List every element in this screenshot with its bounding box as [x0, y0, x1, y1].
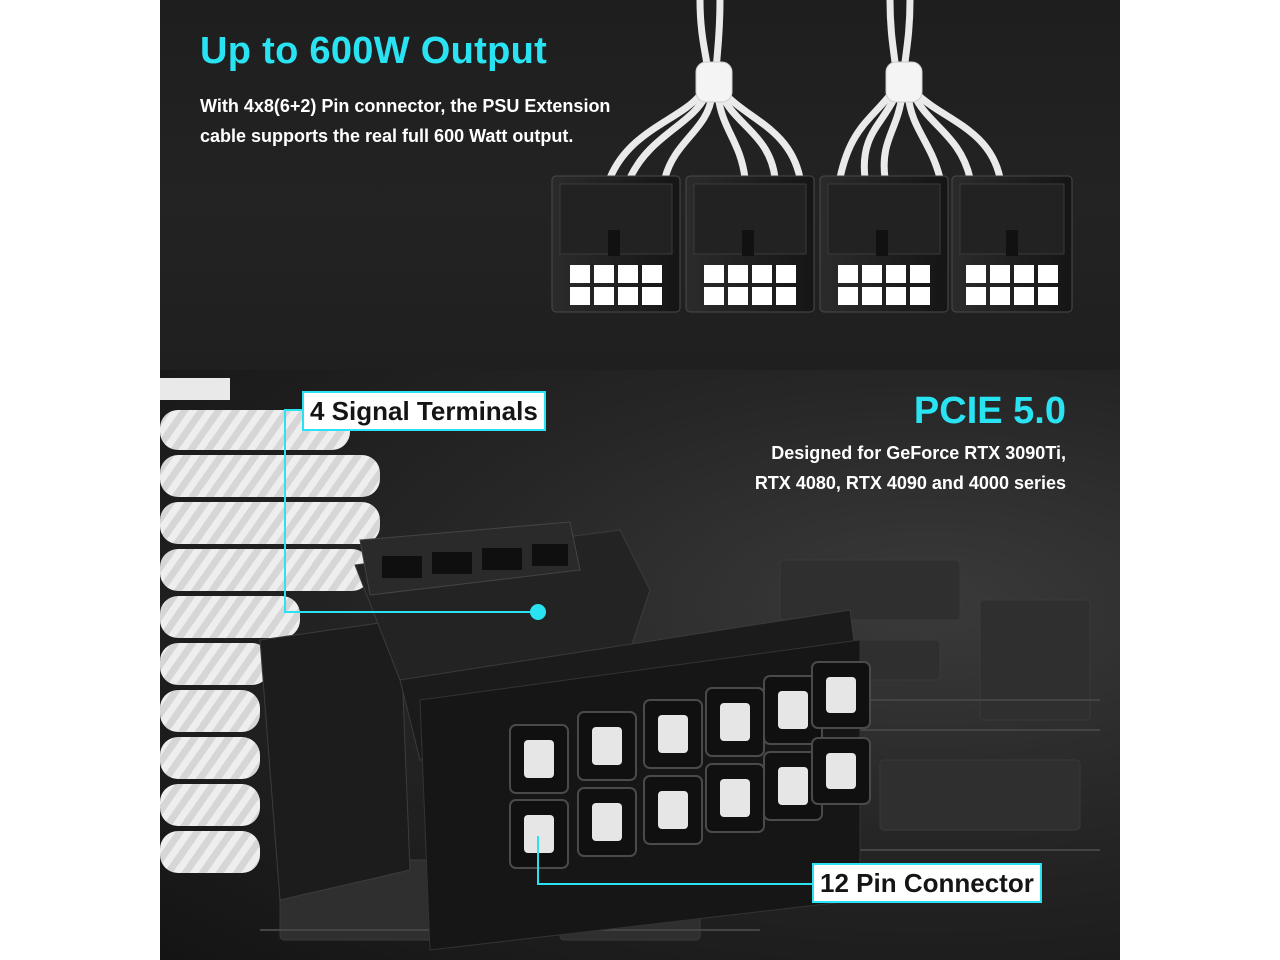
callout-leaders: [284, 409, 812, 885]
eight-pin-cables: [606, 0, 1004, 182]
headline-description-line: With 4x8(6+2) Pin connector, the PSU Ext…: [200, 96, 611, 116]
headline-description: With 4x8(6+2) Pin connector, the PSU Ext…: [200, 91, 610, 151]
cable-splitters: [695, 61, 923, 103]
eight-pin-plug: [951, 175, 1073, 313]
product-image: Up to 600W Output With 4x8(6+2) Pin conn…: [160, 0, 1120, 960]
pcie-description: Designed for GeForce RTX 3090Ti, RTX 408…: [755, 438, 1066, 498]
pcie-description-line: Designed for GeForce RTX 3090Ti,: [771, 443, 1066, 463]
illustration: [160, 0, 1100, 951]
pin-contacts: [524, 677, 856, 853]
signal-terminal-marker: [530, 604, 546, 620]
signal-terminals-callout: 4 Signal Terminals: [302, 391, 546, 431]
eight-pin-plug: [551, 175, 681, 313]
pcie-description-line: RTX 4080, RTX 4090 and 4000 series: [754, 473, 1066, 493]
headline: Up to 600W Output: [200, 30, 548, 72]
eight-pin-plugs: [551, 175, 1073, 313]
eight-pin-plug: [819, 175, 949, 313]
twelve-pin-callout: 12 Pin Connector: [812, 863, 1042, 903]
eight-pin-plug: [685, 175, 815, 313]
twelve-pin-connector: [259, 521, 861, 951]
pcie-title: PCIE 5.0: [913, 390, 1066, 432]
headline-description-line: cable supports the real full 600 Watt ou…: [200, 126, 574, 146]
